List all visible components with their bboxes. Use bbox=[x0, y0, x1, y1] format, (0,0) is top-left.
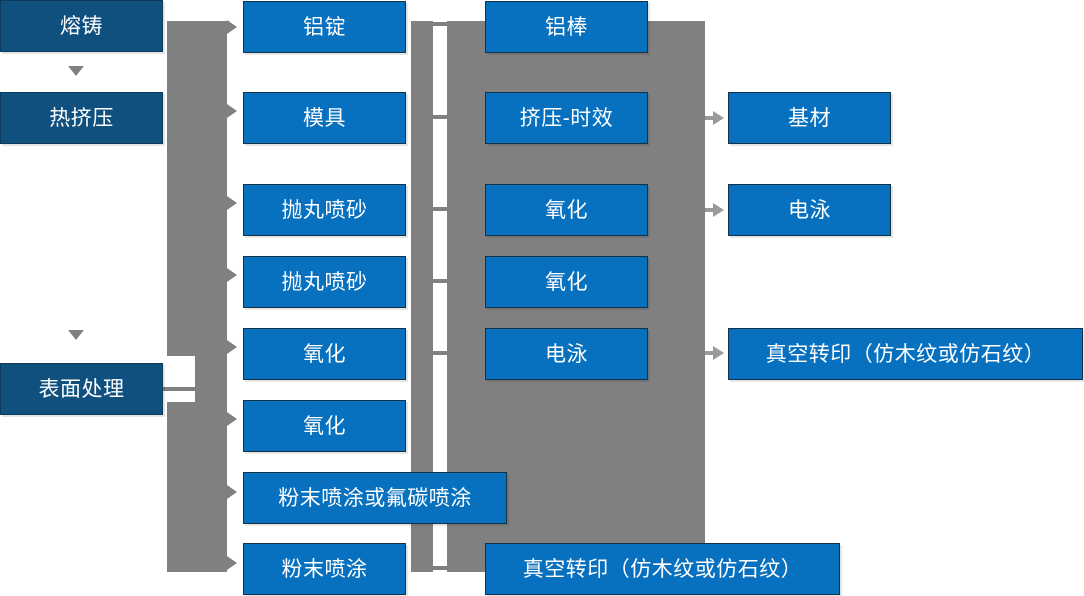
output-oxidation-1-box[interactable]: 氧化 bbox=[485, 184, 648, 236]
final-substrate-box[interactable]: 基材 bbox=[728, 92, 891, 144]
final-electrophoresis-box[interactable]: 电泳 bbox=[728, 184, 891, 236]
band-arrow-2 bbox=[227, 104, 237, 118]
process-shot-blasting-2-label: 抛丸喷砂 bbox=[281, 270, 368, 294]
output-electrophoresis-label: 电泳 bbox=[545, 342, 588, 366]
output-oxidation-2-box[interactable]: 氧化 bbox=[485, 256, 648, 308]
final-arrow-stem-3 bbox=[705, 351, 714, 355]
output-extrusion-aging-box[interactable]: 挤压-时效 bbox=[485, 92, 648, 144]
output-vacuum-transfer-bottom-box[interactable]: 真空转印（仿木纹或仿石纹） bbox=[485, 543, 840, 595]
narrow-bar-tick-2 bbox=[433, 115, 447, 119]
process-powder-coating-label: 粉末喷涂 bbox=[281, 557, 368, 581]
process-powder-or-fluorocarbon-coating-box[interactable]: 粉末喷涂或氟碳喷涂 bbox=[243, 472, 507, 524]
final-arrow-2 bbox=[713, 203, 724, 217]
process-shot-blasting-1-box[interactable]: 抛丸喷砂 bbox=[243, 184, 406, 236]
output-electrophoresis-box[interactable]: 电泳 bbox=[485, 328, 648, 380]
process-oxidation-1-label: 氧化 bbox=[303, 342, 346, 366]
output-vacuum-transfer-bottom-label: 真空转印（仿木纹或仿石纹） bbox=[522, 557, 803, 581]
process-aluminum-ingot-label: 铝锭 bbox=[303, 15, 346, 39]
output-aluminum-bar-label: 铝棒 bbox=[545, 15, 588, 39]
process-powder-or-fluorocarbon-coating-label: 粉末喷涂或氟碳喷涂 bbox=[278, 486, 472, 510]
stage-surface-treatment-label: 表面处理 bbox=[38, 377, 125, 401]
stage-hot-extrusion-box[interactable]: 热挤压 bbox=[0, 92, 163, 144]
process-powder-coating-box[interactable]: 粉末喷涂 bbox=[243, 543, 406, 595]
process-mold-box[interactable]: 模具 bbox=[243, 92, 406, 144]
final-vacuum-transfer-label: 真空转印（仿木纹或仿石纹） bbox=[765, 342, 1046, 366]
narrow-bar-tick-6 bbox=[433, 566, 447, 570]
band-arrow-4 bbox=[227, 268, 237, 282]
stage-hot-extrusion-label: 热挤压 bbox=[49, 106, 114, 130]
process-shot-blasting-1-label: 抛丸喷砂 bbox=[281, 198, 368, 222]
band-arrow-7 bbox=[227, 485, 237, 499]
final-arrow-stem-1 bbox=[705, 116, 714, 120]
process-aluminum-ingot-box[interactable]: 铝锭 bbox=[243, 1, 406, 53]
narrow-bar-tick-4 bbox=[433, 279, 447, 283]
final-arrow-stem-2 bbox=[705, 208, 714, 212]
band-arrow-3 bbox=[227, 196, 237, 210]
output-aluminum-bar-box[interactable]: 铝棒 bbox=[485, 1, 648, 53]
band-arrow-8 bbox=[227, 556, 237, 570]
surface-treatment-connector-line bbox=[162, 387, 197, 391]
output-oxidation-1-label: 氧化 bbox=[545, 198, 588, 222]
process-oxidation-2-box[interactable]: 氧化 bbox=[243, 400, 406, 452]
final-vacuum-transfer-box[interactable]: 真空转印（仿木纹或仿石纹） bbox=[728, 328, 1083, 380]
final-arrow-1 bbox=[713, 111, 724, 125]
narrow-bar-tick-1 bbox=[433, 22, 447, 26]
stage-surface-treatment-box[interactable]: 表面处理 bbox=[0, 363, 163, 415]
band-arrow-5 bbox=[227, 340, 237, 354]
final-substrate-label: 基材 bbox=[788, 106, 831, 130]
band-arrow-6 bbox=[227, 412, 237, 426]
output-extrusion-aging-label: 挤压-时效 bbox=[519, 106, 614, 130]
band-arrow-1 bbox=[227, 20, 237, 34]
narrow-bar-tick-3 bbox=[433, 207, 447, 211]
left-connector-band bbox=[167, 21, 227, 572]
stage-down-arrow-1 bbox=[68, 66, 84, 76]
narrow-bar-tick-5 bbox=[433, 351, 447, 355]
process-oxidation-2-label: 氧化 bbox=[303, 414, 346, 438]
stage-down-arrow-2 bbox=[68, 330, 84, 340]
process-shot-blasting-2-box[interactable]: 抛丸喷砂 bbox=[243, 256, 406, 308]
middle-narrow-connector-bar bbox=[411, 21, 433, 572]
process-mold-label: 模具 bbox=[303, 106, 346, 130]
process-oxidation-1-box[interactable]: 氧化 bbox=[243, 328, 406, 380]
stage-melting-box[interactable]: 熔铸 bbox=[0, 0, 163, 52]
final-electrophoresis-label: 电泳 bbox=[788, 198, 831, 222]
connector-notch bbox=[167, 356, 195, 402]
stage-melting-label: 熔铸 bbox=[60, 14, 103, 38]
output-oxidation-2-label: 氧化 bbox=[545, 270, 588, 294]
final-arrow-3 bbox=[713, 346, 724, 360]
